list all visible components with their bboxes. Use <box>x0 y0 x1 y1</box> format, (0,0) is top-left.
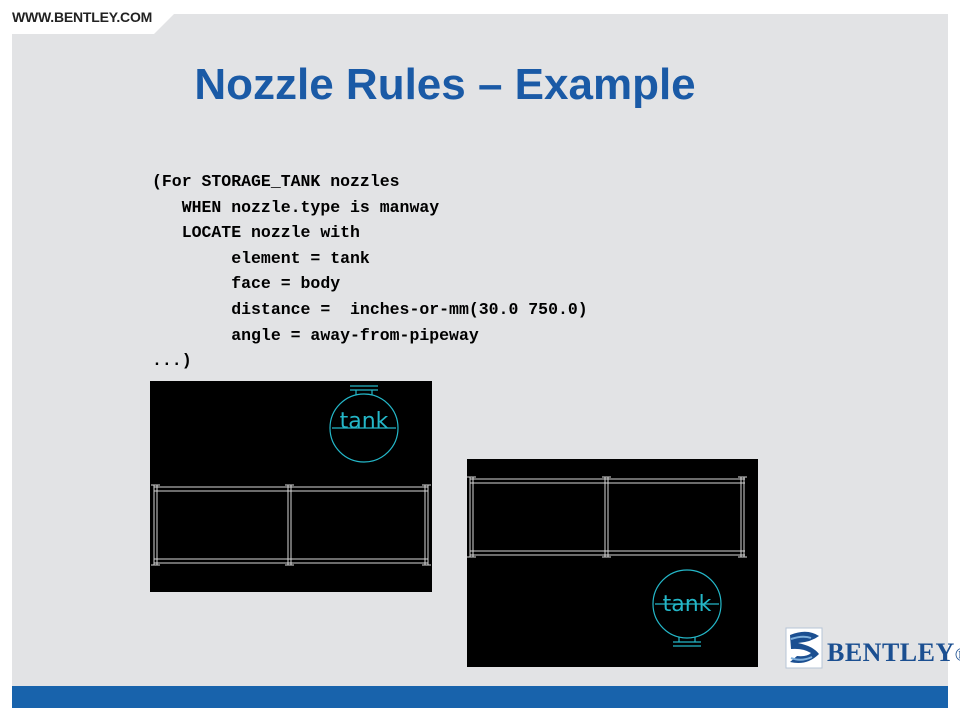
code-line-7: angle = away-from-pipeway <box>152 325 479 345</box>
code-line-4: element = tank <box>152 248 370 268</box>
cad-drawing-after-svg: tank <box>467 476 747 647</box>
tank-label-after: tank <box>663 592 712 617</box>
cad-drawing-before-svg: tank <box>151 385 431 566</box>
cad-drawing-before: tank <box>150 381 432 592</box>
site-url: WWW.BENTLEY.COM <box>12 9 153 25</box>
code-block: (For STORAGE_TANK nozzles WHEN nozzle.ty… <box>152 169 588 374</box>
bentley-wordmark-text: BENTLEY <box>827 638 955 667</box>
code-line-3: LOCATE nozzle with <box>152 223 360 243</box>
pipe-rack <box>467 476 747 558</box>
bentley-wordmark: BENTLEY® <box>827 640 960 669</box>
bentley-b-mark-icon <box>785 627 823 669</box>
cad-drawing-after: tank <box>467 459 758 667</box>
slide-title: Nozzle Rules – Example <box>194 60 696 109</box>
tank-label-before: tank <box>340 409 389 434</box>
code-line-6: distance = inches-or-mm(30.0 750.0) <box>152 299 588 319</box>
pipe-rack <box>151 484 431 566</box>
bentley-logo: BENTLEY® <box>785 626 960 670</box>
code-line-1: (For STORAGE_TANK nozzles <box>152 172 400 191</box>
storage-tank <box>329 385 399 463</box>
registered-mark: ® <box>955 645 960 666</box>
storage-tank <box>652 569 722 647</box>
code-line-2: WHEN nozzle.type is manway <box>152 197 440 217</box>
code-line-8: ...) <box>152 351 192 371</box>
bottom-bar <box>12 686 948 708</box>
code-line-5: face = body <box>152 274 341 294</box>
